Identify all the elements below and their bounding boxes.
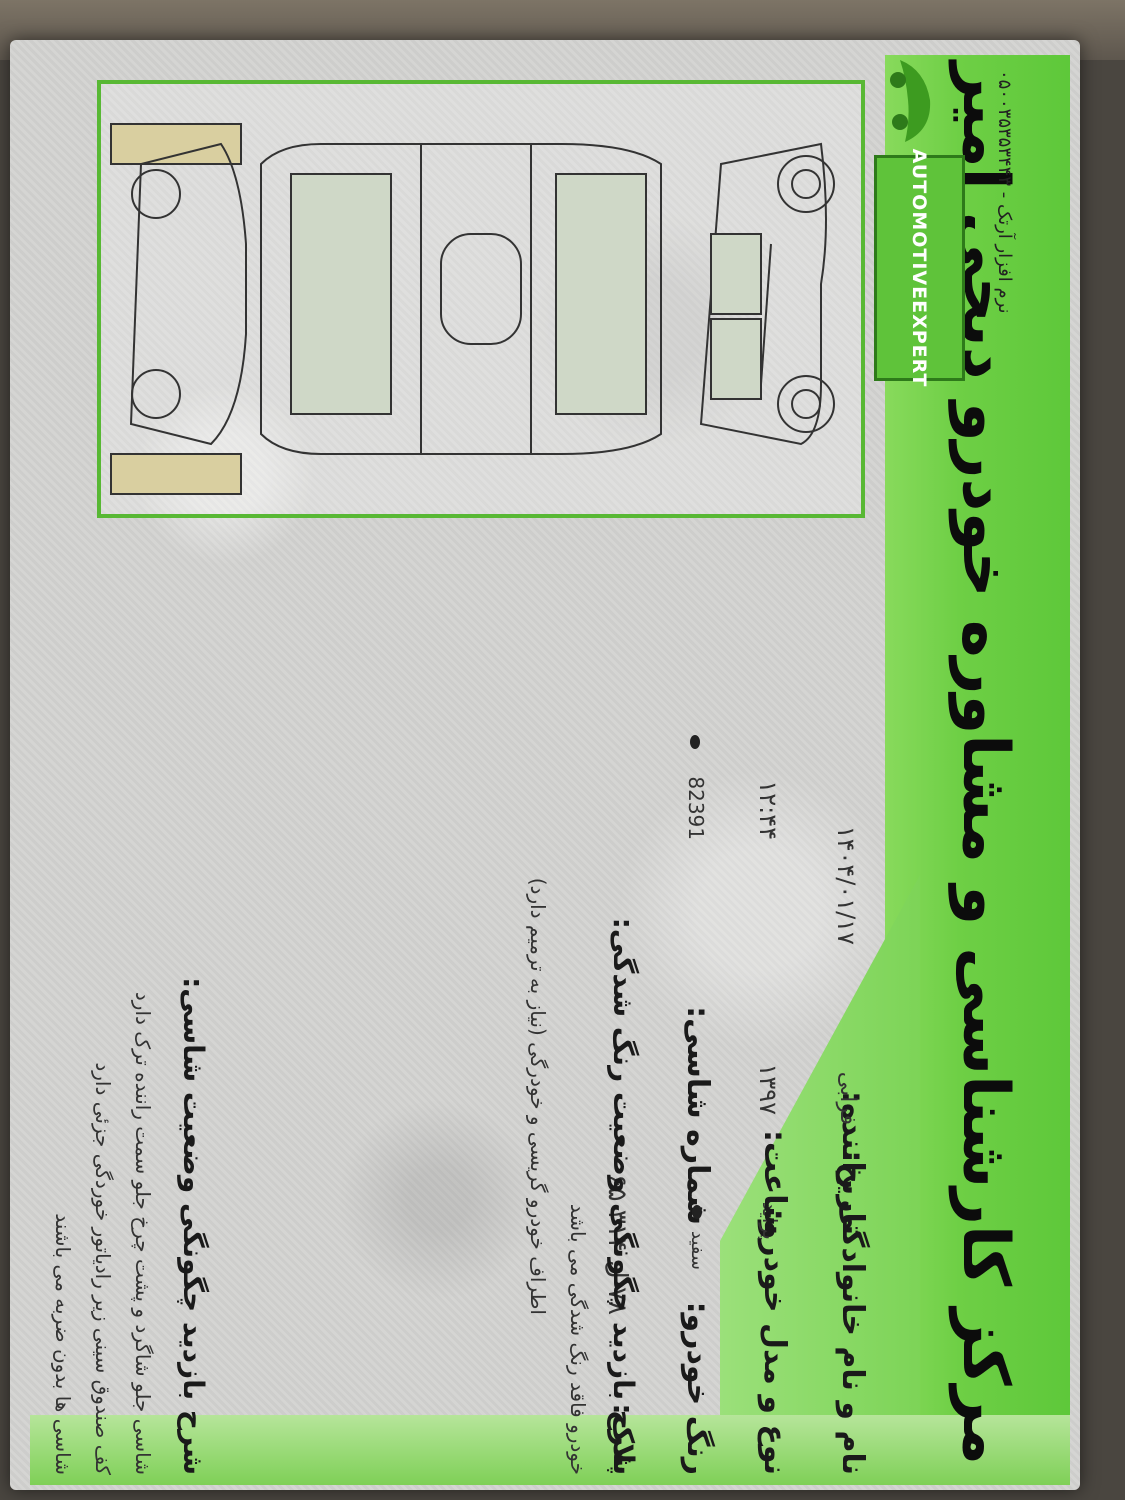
chassis-inspection-line-3: شاسی ها بدون ضربه می باشند bbox=[51, 1213, 75, 1475]
car-side-view-bottom bbox=[129, 142, 247, 446]
time-value: ۱۲:۴۴ bbox=[754, 780, 782, 840]
vehicle-color-label: رنگ خودرو: bbox=[680, 1301, 715, 1475]
car-top-view bbox=[260, 143, 662, 455]
bullet-icon bbox=[690, 735, 700, 749]
rear-bumper bbox=[110, 453, 242, 495]
car-logo-icon bbox=[890, 60, 931, 142]
car-side-view-top bbox=[699, 142, 827, 446]
paint-inspection-line-2: اطراف خودرو گریسی و خودرگی (نیاز به ترمی… bbox=[526, 877, 550, 1315]
car-outline-diagram bbox=[110, 123, 835, 495]
page-title: مرکز کارشناسی و مشاوره خودرو دیجی امیر bbox=[948, 62, 1022, 1465]
paint-inspection-heading: شرح بازدید چگونگی وضعیت رنگ شدگی: bbox=[607, 917, 640, 1475]
vehicle-color-value: سفید bbox=[687, 1230, 708, 1270]
chassis-inspection-line-1: شاسی جلو شاگرد و پشت چرخ جلو سمت راننده … bbox=[131, 991, 155, 1475]
logo-text: AUTOMOTIVEEXPERT bbox=[908, 148, 931, 388]
vehicle-model-label: نوع و مدل خودرو: bbox=[757, 1208, 792, 1475]
inspection-sheet: مرکز کارشناسی و مشاوره خودرو دیجی امیر ن… bbox=[10, 40, 1080, 1490]
chassis-inspection-line-2: کف صندوق سینی زیر رادیاتور خوردگی جزئی د… bbox=[91, 1062, 115, 1475]
paint-inspection-line-1: خودرو فاقد رنگ شدگی می باشد bbox=[566, 1203, 590, 1475]
software-credit: نرم افزار آرتک - ۰۵۰۰۳۵۳۵۳۴۴۳ bbox=[994, 70, 1015, 314]
bullet-icon bbox=[692, 1205, 702, 1219]
header-wedge bbox=[720, 875, 920, 1485]
time-label: ساعت: bbox=[757, 1129, 792, 1235]
car-diagram bbox=[97, 80, 865, 518]
chassis-inspection-heading: شرح بازدید چگونگی وضعیت شاسی: bbox=[177, 977, 210, 1475]
chassis-number-value: 82391 bbox=[684, 776, 708, 840]
date-value: ۱۴۰۴/۰۱/۱۷ bbox=[832, 825, 860, 945]
chassis-number-label: شماره شاسی: bbox=[680, 1006, 715, 1225]
front-bumper bbox=[110, 123, 242, 165]
inspection-card: مرکز کارشناسی و مشاوره خودرو دیجی امیر ن… bbox=[30, 55, 1070, 1485]
date-label: تاریخ: bbox=[835, 1150, 870, 1235]
brand-logo: AUTOMOTIVEEXPERT bbox=[874, 149, 965, 387]
